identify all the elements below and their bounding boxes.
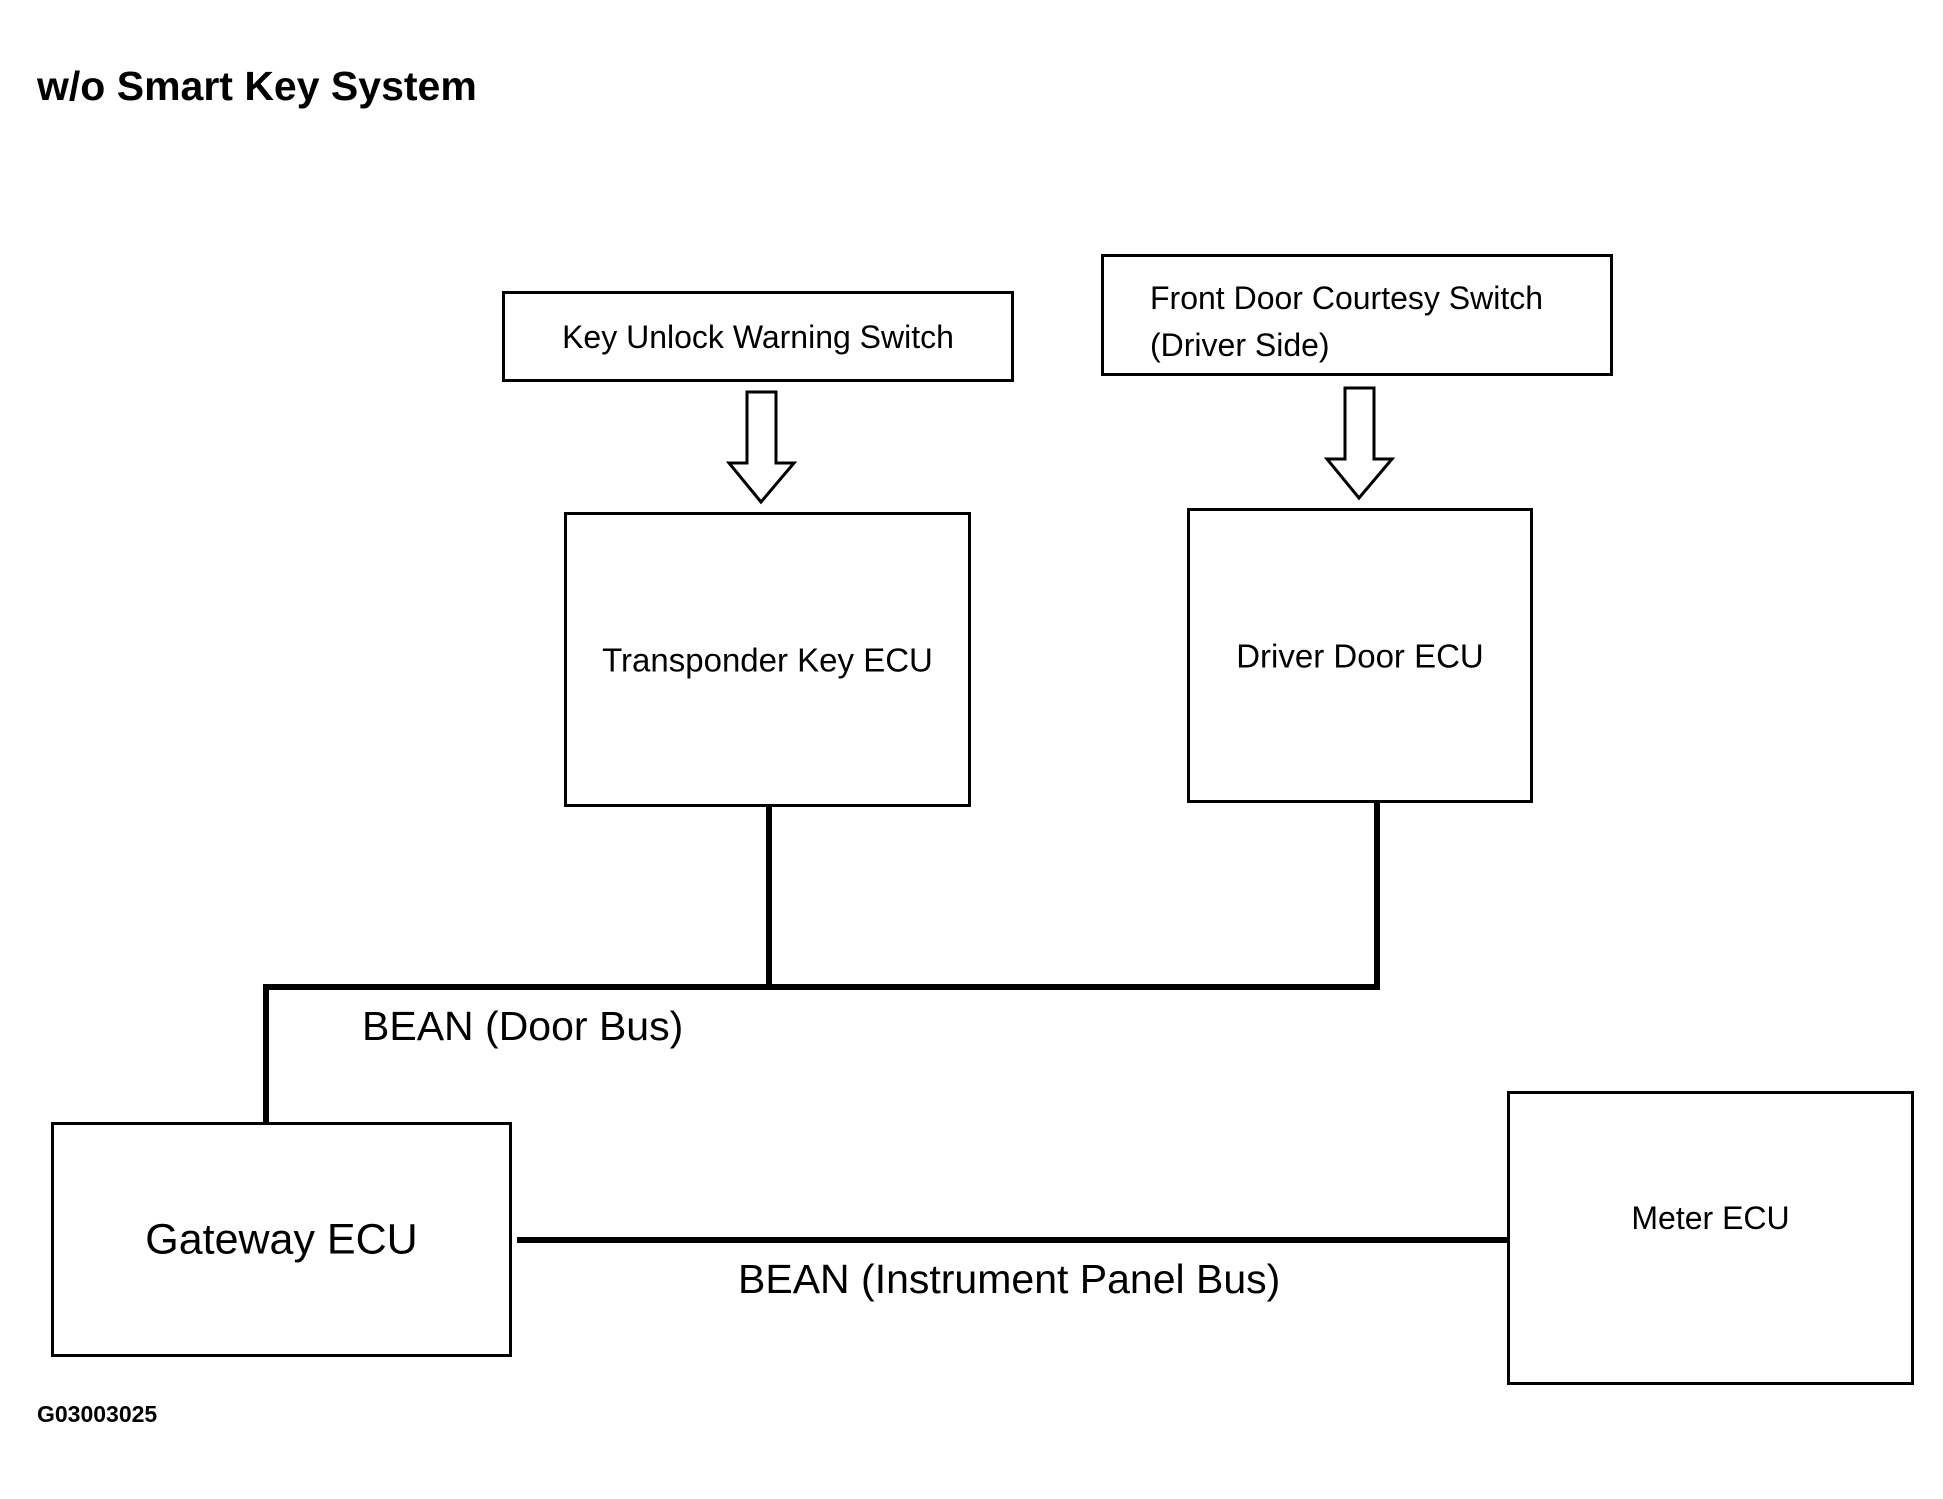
driver-door-ecu-box: Driver Door ECU bbox=[1187, 508, 1533, 803]
door-bus-label: BEAN (Door Bus) bbox=[362, 1003, 684, 1049]
gateway-ecu-label: Gateway ECU bbox=[145, 1215, 418, 1263]
transponder-key-ecu-box: Transponder Key ECU bbox=[564, 512, 971, 807]
meter-ecu-box: Meter ECU bbox=[1507, 1091, 1914, 1385]
key-unlock-warning-switch-box: Key Unlock Warning Switch bbox=[502, 291, 1014, 382]
front-door-courtesy-switch-box: Front Door Courtesy Switch (Driver Side) bbox=[1101, 254, 1613, 376]
signal-arrow-key-unlock bbox=[725, 390, 798, 505]
driver-door-ecu-label: Driver Door ECU bbox=[1236, 637, 1484, 674]
key-unlock-warning-switch-label: Key Unlock Warning Switch bbox=[562, 318, 954, 355]
instrument-panel-bus-label: BEAN (Instrument Panel Bus) bbox=[738, 1256, 1281, 1302]
meter-ecu-label: Meter ECU bbox=[1631, 1199, 1790, 1236]
figure-id: G03003025 bbox=[37, 1401, 158, 1427]
courtesy-switch-label-line1: Front Door Courtesy Switch bbox=[1150, 280, 1544, 316]
diagram-title: w/o Smart Key System bbox=[37, 63, 477, 109]
door-bus-line bbox=[263, 803, 1380, 1122]
gateway-ecu-box: Gateway ECU bbox=[51, 1122, 512, 1357]
signal-arrow-courtesy bbox=[1323, 386, 1396, 501]
transponder-key-ecu-label: Transponder Key ECU bbox=[602, 641, 933, 678]
courtesy-switch-label-line2: (Driver Side) bbox=[1150, 327, 1330, 363]
